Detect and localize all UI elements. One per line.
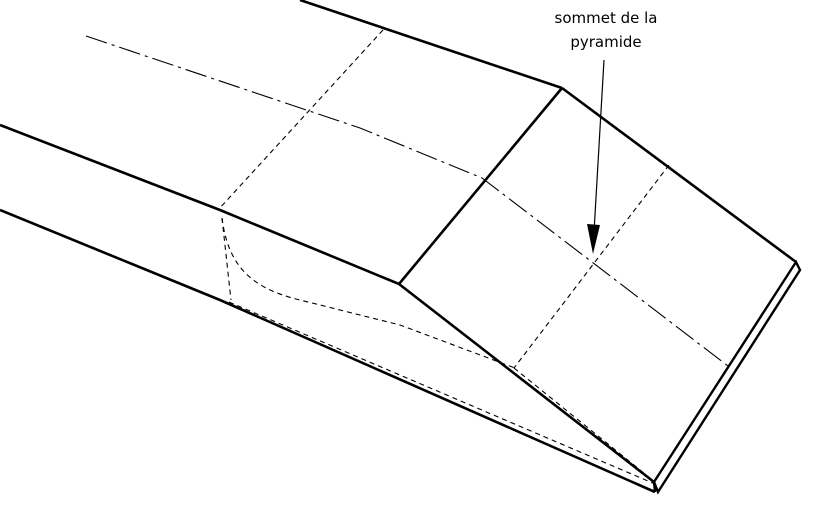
tip-plate — [652, 259, 802, 495]
center-line — [85, 35, 729, 367]
solid-outline — [0, 0, 802, 495]
hidden-lines — [217, 29, 670, 485]
pyramid-cross-edge — [398, 87, 563, 285]
annotation-leader-line — [593, 59, 605, 233]
bar-bottom-edge — [0, 208, 221, 302]
apex-annotation: sommet de la pyramide — [555, 9, 658, 254]
hidden-curve-inner — [221, 217, 516, 369]
bar-top-near-edge — [0, 123, 221, 212]
bar-bottom-front-edge — [219, 298, 656, 494]
annotation-arrowhead-icon — [587, 224, 600, 254]
annotation-label-line1: sommet de la — [555, 9, 658, 27]
hidden-edge-pyramid-base — [513, 367, 651, 479]
hidden-edge-rear-vertical — [217, 29, 384, 211]
annotation-label-line2: pyramide — [570, 33, 641, 51]
pyramid-front-edge — [398, 282, 655, 484]
bar-front-top-edge — [219, 208, 400, 286]
hidden-edge-front-vertical — [221, 217, 232, 301]
hidden-edge-pyramid-back — [513, 164, 670, 369]
bar-top-far-edge — [299, 0, 563, 90]
hidden-edge-base-diagonal — [228, 301, 656, 485]
